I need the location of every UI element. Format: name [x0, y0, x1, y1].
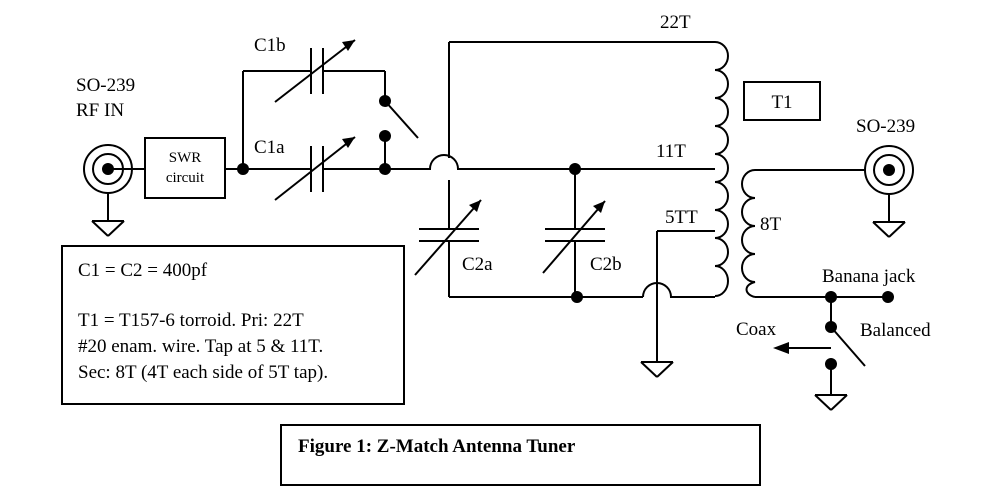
c1a-label: C1a: [254, 137, 285, 158]
primary-turns-label: 22T: [660, 12, 691, 33]
secondary-winding: [741, 169, 756, 298]
t1-label-box: [743, 81, 821, 121]
tap-5t-label: 5TT: [665, 207, 698, 228]
swr-circuit-box: [144, 137, 226, 199]
notes-line-3: #20 enam. wire. Tap at 5 & 11T.: [78, 336, 323, 357]
figure-caption: Figure 1: Z-Match Antenna Tuner: [298, 436, 576, 457]
ground-symbol-tap: [640, 361, 674, 378]
notes-line-4: Sec: 8T (4T each side of 5T tap).: [78, 362, 328, 383]
wire-crossover: [385, 154, 486, 170]
input-connector: [83, 144, 133, 221]
output-connector: [864, 145, 914, 222]
swr-label-2: circuit: [166, 170, 205, 186]
ground-symbol-switch: [814, 394, 848, 411]
primary-winding: [712, 41, 729, 297]
secondary-turns-label: 8T: [760, 214, 782, 235]
ground-symbol-output: [872, 221, 906, 238]
coax-label: Coax: [736, 319, 777, 340]
ground-symbol-input: [91, 220, 125, 237]
input-connector-type: SO-239: [76, 75, 135, 96]
notes-box: [61, 245, 405, 405]
output-switch: [773, 297, 866, 395]
c1b-label: C1b: [254, 35, 286, 56]
wire-bottom-hop: [642, 282, 715, 298]
banana-jack-terminal: [882, 291, 894, 303]
banana-jack-label: Banana jack: [822, 266, 916, 287]
input-connector-label: RF IN: [76, 100, 124, 121]
output-connector-label: SO-239: [856, 116, 915, 137]
swr-label-1: SWR: [169, 150, 202, 166]
caption-box: [280, 424, 761, 486]
junction-dot: [571, 291, 583, 303]
c2b-label: C2b: [590, 254, 622, 275]
notes-line-1: C1 = C2 = 400pf: [78, 260, 208, 281]
notes-line-2: T1 = T157-6 torroid. Pri: 22T: [78, 310, 304, 331]
tap-11t-label: 11T: [656, 141, 686, 162]
c1-switch: [379, 95, 419, 175]
c2a-label: C2a: [462, 254, 493, 275]
t1-label: T1: [771, 92, 792, 113]
balanced-label: Balanced: [860, 320, 931, 341]
